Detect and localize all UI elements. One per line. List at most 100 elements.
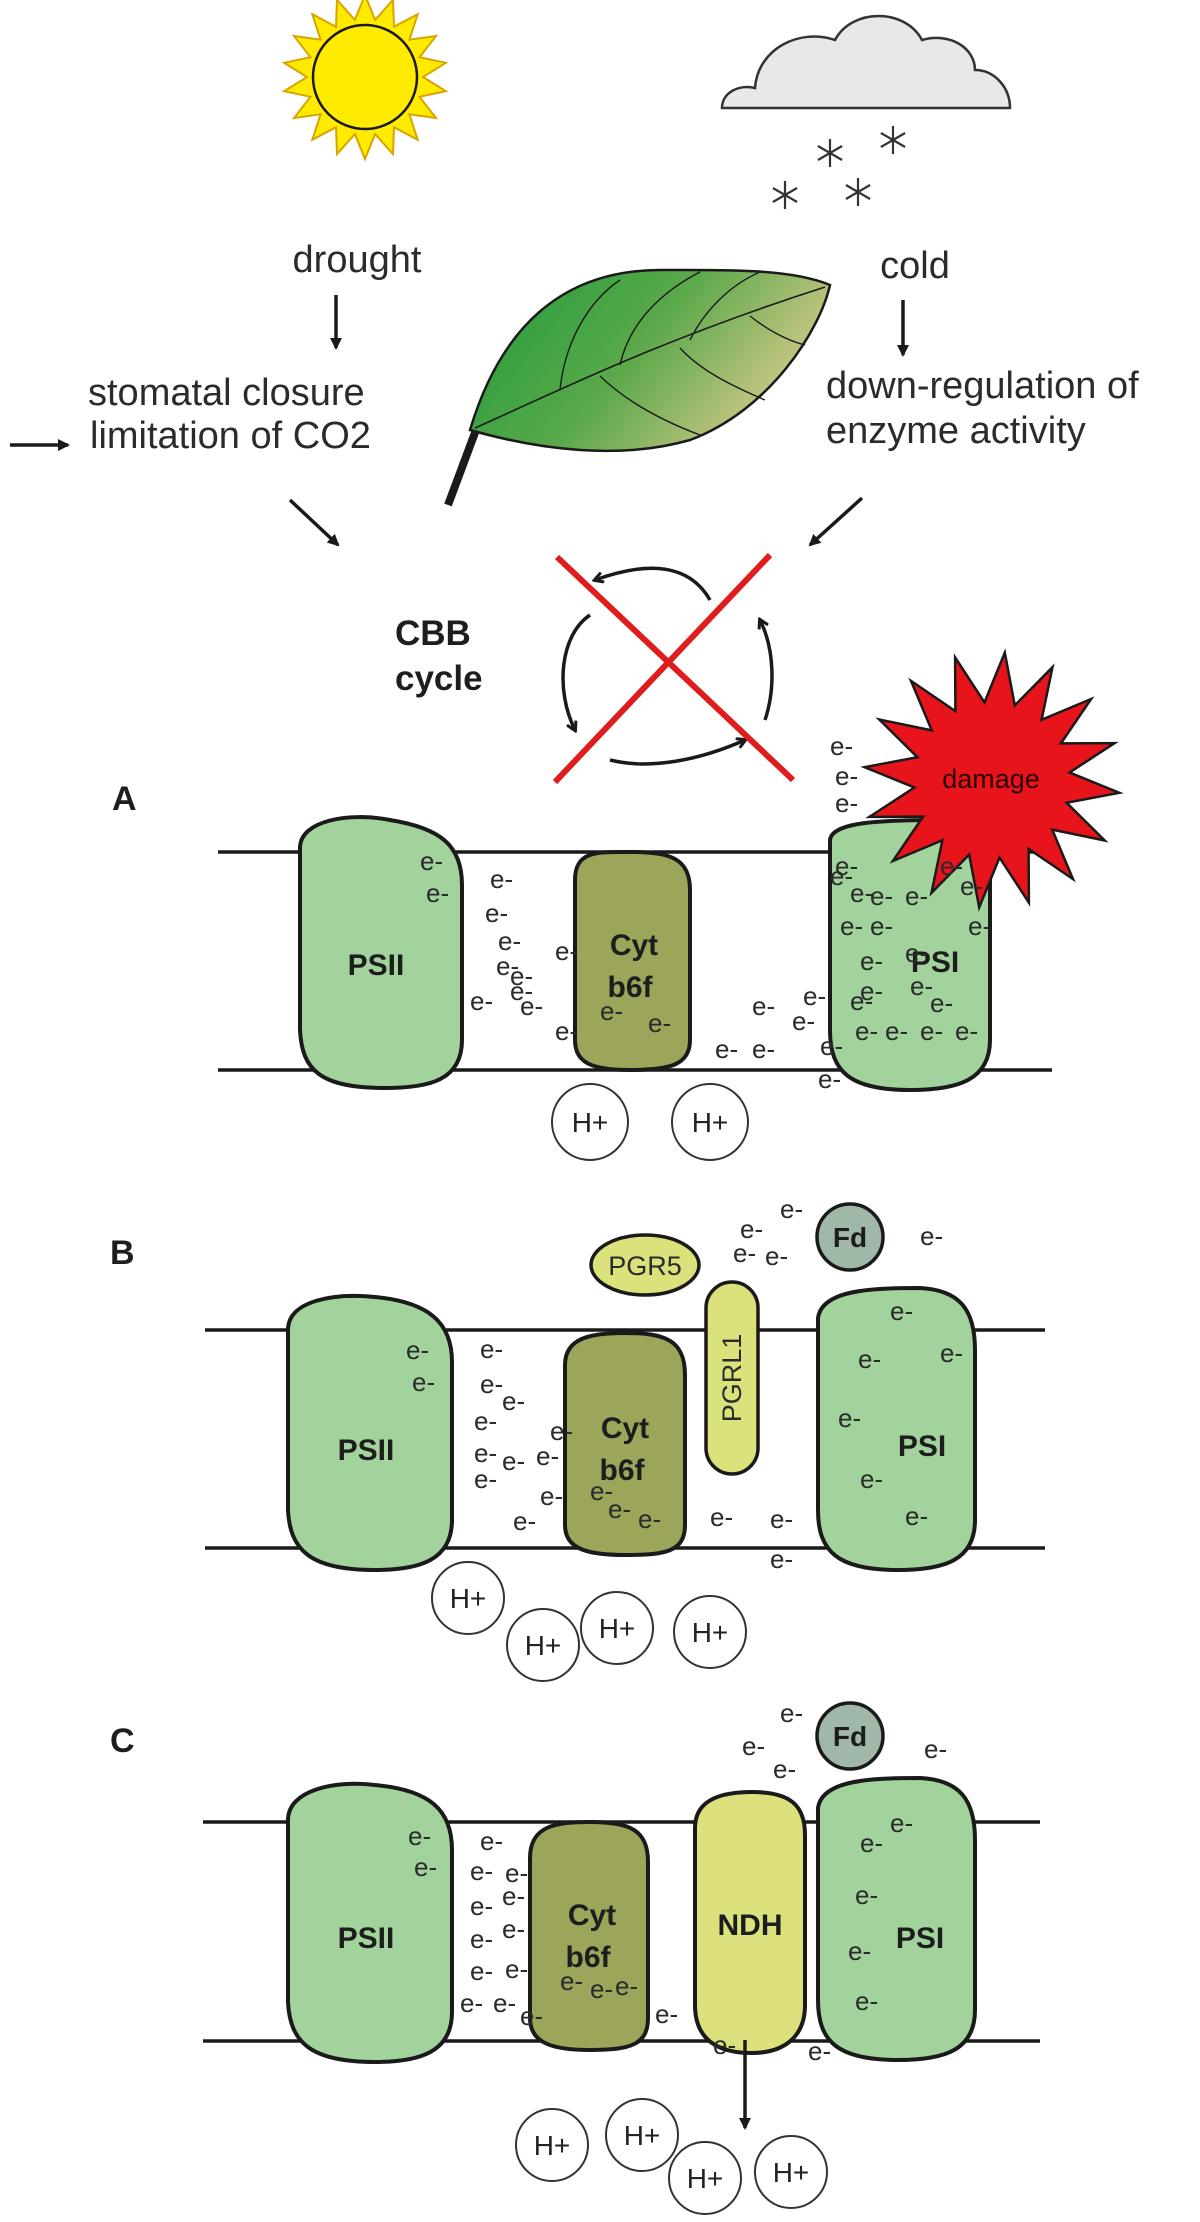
- electron-label: e-: [406, 1335, 429, 1365]
- electron-label: e-: [780, 1698, 803, 1728]
- psi-complex-c: [816, 1775, 977, 2063]
- electron-label: e-: [485, 898, 508, 928]
- electron-label: e-: [470, 1856, 493, 1886]
- electron-label: e-: [860, 946, 883, 976]
- b6f-label-a: b6f: [608, 971, 654, 1004]
- electron-label: e-: [905, 938, 928, 968]
- leaf-icon: [444, 268, 832, 507]
- electron-label: e-: [490, 864, 513, 894]
- electron-label: e-: [792, 1006, 815, 1036]
- electron-label: e-: [474, 1406, 497, 1436]
- electron-label: e-: [940, 851, 963, 881]
- panel-c-label: C: [110, 1722, 135, 1760]
- electron-label: e-: [513, 1506, 536, 1536]
- electron-label: e-: [752, 991, 775, 1021]
- electron-label: e-: [520, 2001, 543, 2031]
- electron-label: e-: [502, 1881, 525, 1911]
- electron-label: e-: [920, 1221, 943, 1251]
- proton-circle: [605, 2098, 679, 2172]
- electron-label: e-: [470, 1924, 493, 1954]
- electron-label: e-: [840, 911, 863, 941]
- electron-label: e-: [808, 2036, 831, 2066]
- electron-label: e-: [733, 1238, 756, 1268]
- electron-label: e-: [890, 1808, 913, 1838]
- proton-circle: [668, 2141, 742, 2215]
- electron-label: e-: [930, 988, 953, 1018]
- proton-label: H+: [450, 1583, 487, 1614]
- cyt-label-b: Cyt: [601, 1412, 649, 1445]
- electron-label: e-: [940, 1338, 963, 1368]
- proton-circle: [515, 2108, 589, 2182]
- electron-label: e-: [520, 991, 543, 1021]
- electron-label: e-: [818, 1064, 841, 1094]
- panel-b-label: B: [110, 1234, 135, 1272]
- electron-label: e-: [773, 1754, 796, 1784]
- enzyme-activity-label: enzyme activity: [826, 410, 1086, 452]
- pgr5-protein: [589, 1233, 701, 1297]
- electron-label: e-: [655, 1999, 678, 2029]
- electron-label: e-: [905, 881, 928, 911]
- electron-label: e-: [474, 1464, 497, 1494]
- pgr5-label: PGR5: [608, 1251, 682, 1281]
- ndh-label: NDH: [718, 1909, 783, 1942]
- electron-label: e-: [885, 1016, 908, 1046]
- cold-label: cold: [880, 245, 950, 287]
- electron-label: e-: [890, 1296, 913, 1326]
- electron-label: e-: [460, 1988, 483, 2018]
- electron-label: e-: [426, 878, 449, 908]
- electron-label: e-: [480, 1826, 503, 1856]
- electron-label: e-: [713, 2030, 736, 2060]
- electron-label: e-: [600, 996, 623, 1026]
- electron-label: e-: [835, 851, 858, 881]
- electron-label: e-: [860, 1828, 883, 1858]
- electron-label: e-: [510, 976, 533, 1006]
- psi-label-b: PSI: [898, 1430, 946, 1463]
- psi-label-c: PSI: [896, 1922, 944, 1955]
- proton-label: H+: [692, 1617, 729, 1648]
- electron-label: e-: [505, 1954, 528, 1984]
- cloud-icon: [720, 14, 1012, 110]
- proton-label: H+: [692, 1107, 729, 1138]
- psii-label-c: PSII: [338, 1922, 395, 1955]
- electron-group: e-e-e-e-e-e-e-e-e-e-e-e-e-e-e-e-e-e-e-e-…: [406, 731, 991, 2066]
- psi-complex-a: [828, 817, 992, 1093]
- proton-circle: [506, 1608, 580, 1682]
- electron-label: e-: [408, 1821, 431, 1851]
- electron-label: e-: [470, 1891, 493, 1921]
- fd-protein-c: [815, 1701, 885, 1771]
- electron-label: e-: [555, 1016, 578, 1046]
- drought-label: drought: [293, 239, 422, 281]
- proton-label: H+: [624, 2120, 661, 2151]
- snowflake-icon: [772, 126, 906, 209]
- electron-label: e-: [924, 1734, 947, 1764]
- electron-label: e-: [765, 1241, 788, 1271]
- electron-label: e-: [870, 911, 893, 941]
- electron-label: e-: [870, 881, 893, 911]
- psii-complex-a: [298, 815, 464, 1091]
- stomatal-closure-label: stomatal closure: [88, 372, 365, 414]
- proton-circle: [671, 1083, 749, 1161]
- psii-label-a: PSII: [348, 949, 405, 982]
- electron-label: e-: [920, 1016, 943, 1046]
- proton-circle: [580, 1591, 654, 1665]
- cbb-cycle-arrows: [561, 566, 774, 766]
- proton-label: H+: [572, 1107, 609, 1138]
- electron-label: e-: [608, 1494, 631, 1524]
- electron-label: e-: [855, 1880, 878, 1910]
- electron-label: e-: [955, 1016, 978, 1046]
- electron-label: e-: [905, 1501, 928, 1531]
- electron-label: e-: [715, 1034, 738, 1064]
- electron-label: e-: [555, 936, 578, 966]
- electron-label: e-: [474, 1438, 497, 1468]
- fd-label-b: Fd: [833, 1222, 867, 1253]
- psii-complex-c: [286, 1781, 454, 2065]
- electron-label: e-: [496, 951, 519, 981]
- panel-a-label: A: [112, 780, 137, 818]
- proton-circle: [431, 1561, 505, 1635]
- electron-label: e-: [848, 1936, 871, 1966]
- damage-label: damage: [942, 764, 1040, 794]
- psii-complex-b: [286, 1293, 454, 1573]
- proton-label: H+: [773, 2157, 810, 2188]
- electron-label: e-: [855, 1016, 878, 1046]
